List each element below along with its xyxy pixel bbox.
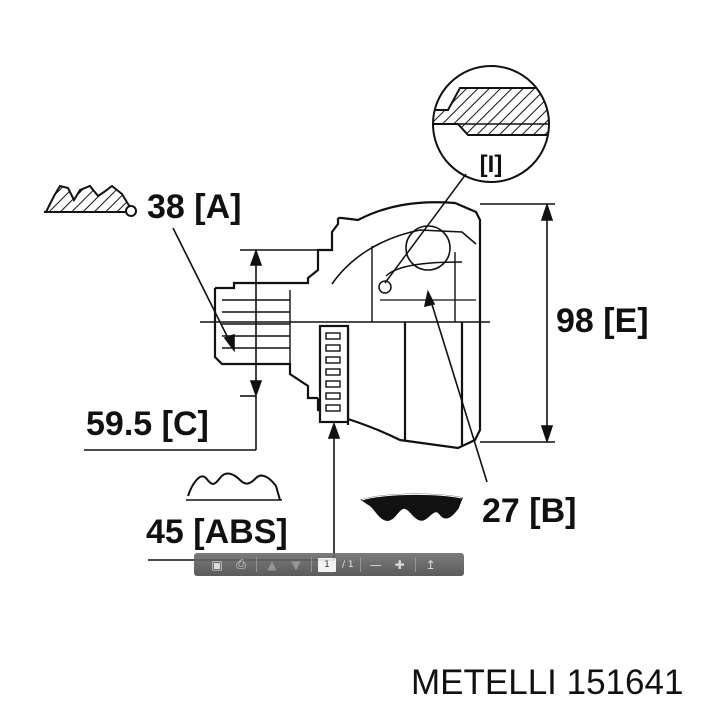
toolbar-separator (414, 557, 416, 572)
toolbar-separator (359, 557, 361, 572)
cv-joint-body (213, 201, 482, 450)
leader-38-a (172, 227, 235, 353)
prev-page-icon[interactable]: ▲ (267, 557, 277, 572)
detail-circle: [I] (432, 65, 550, 183)
label-diameter-e: 98 [E] (556, 302, 649, 340)
next-page-icon[interactable]: ▼ (291, 557, 301, 572)
zoom-in-icon[interactable]: ✚ (394, 557, 405, 572)
part-caption: METELLI 151641 (411, 665, 683, 700)
spline-abs-icon (186, 472, 282, 501)
toolbar-separator (256, 557, 257, 572)
print-icon[interactable]: ⎙ (236, 557, 246, 571)
dimension-59-5-c (84, 248, 318, 451)
save-icon[interactable]: ▣ (211, 557, 223, 572)
label-spline-b: 27 [B] (482, 492, 577, 530)
detail-label: [I] (480, 151, 503, 178)
viewer-toolbar: ▣ ⎙ ▲ ▼ 1 / 1 — ✚ ↥ (194, 553, 464, 576)
page-number-input[interactable]: 1 (318, 557, 336, 572)
zoom-out-icon[interactable]: — (369, 557, 382, 572)
select-tool-icon[interactable]: ↥ (425, 557, 436, 572)
part-number: 151641 (566, 663, 684, 702)
label-diameter-c: 59.5 [C] (86, 405, 209, 443)
spline-b-icon (360, 493, 464, 521)
label-abs: 45 [ABS] (146, 513, 288, 551)
toolbar-separator (311, 557, 312, 572)
dimension-98-e (480, 202, 555, 444)
brand-name: METELLI (411, 663, 557, 702)
spline-a-icon (44, 184, 137, 217)
detail-leader (384, 173, 467, 284)
page-total: / 1 (342, 559, 354, 570)
leader-27-b (423, 289, 488, 483)
detail-marker (378, 280, 392, 294)
label-spline-a: 38 [A] (147, 188, 242, 226)
